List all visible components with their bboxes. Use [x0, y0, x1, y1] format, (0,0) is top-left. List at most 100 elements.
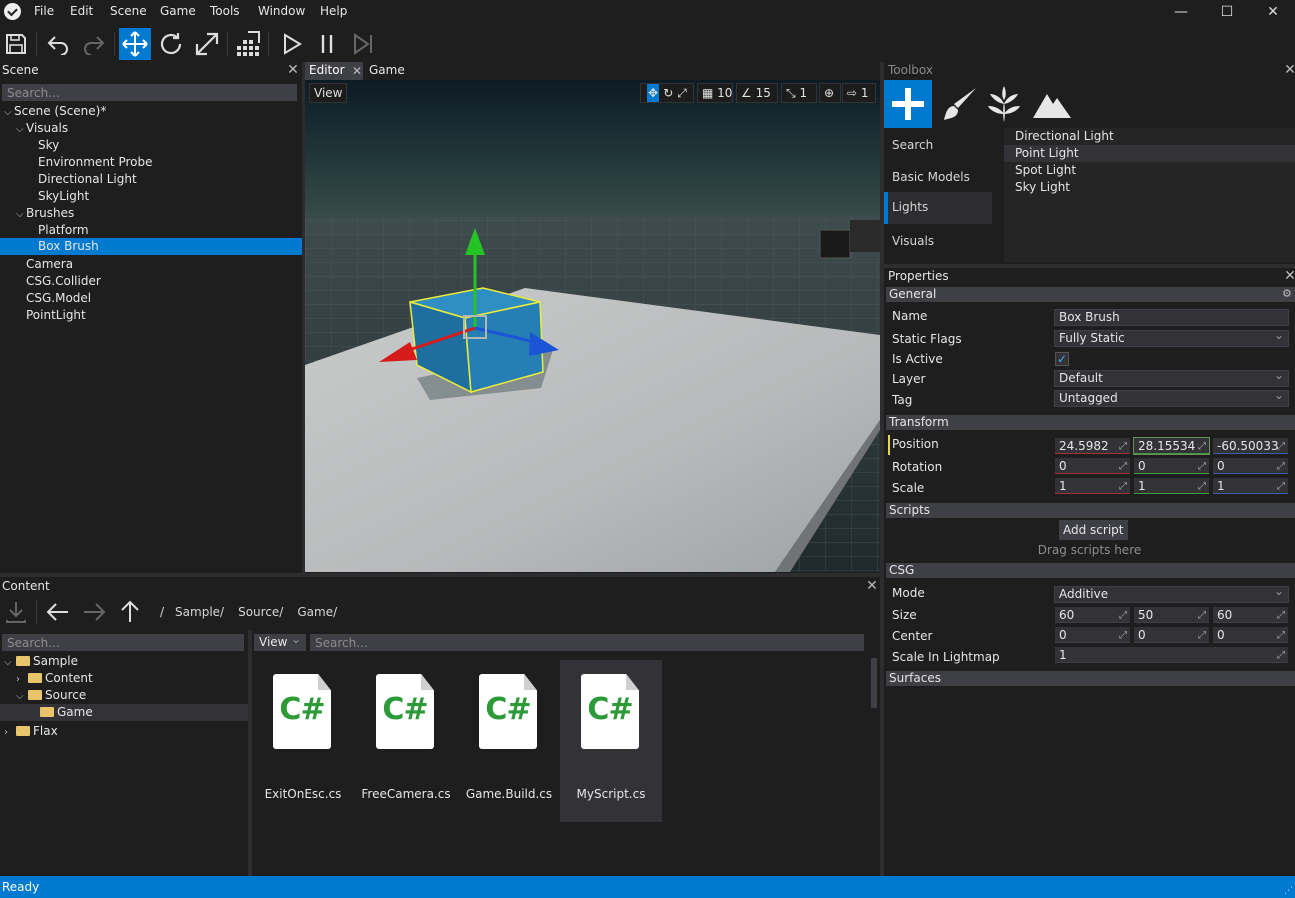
menu-game[interactable]: Game [160, 4, 196, 18]
scene-tree-item[interactable]: SkyLight [0, 188, 302, 205]
toolbox-item-point-light[interactable]: Point Light [1004, 145, 1295, 162]
splitter[interactable] [0, 573, 880, 577]
close-properties-icon[interactable]: ✕ [1284, 268, 1295, 284]
navigate-up-button[interactable] [114, 596, 146, 628]
breadcrumb-root[interactable]: / [160, 605, 165, 619]
file-item-selected[interactable]: C# MyScript.cs [560, 660, 662, 822]
file-item[interactable]: C# FreeCamera.cs [355, 660, 457, 822]
csg-mode-dropdown[interactable]: Additive [1054, 584, 1289, 603]
scene-tree-item[interactable]: Sky [0, 137, 302, 154]
close-window-button[interactable]: ✕ [1267, 4, 1279, 20]
settings-gear-icon[interactable]: ⚙ [1282, 287, 1292, 300]
camera-speed-button[interactable]: ⇨ 1 [842, 83, 876, 103]
scene-search-input[interactable]: Search... [2, 84, 297, 101]
group-surfaces-header[interactable]: Surfaces [886, 671, 1295, 686]
content-tree-item[interactable]: ⌵Sample [0, 653, 248, 670]
toolbox-tab-foliage[interactable] [980, 80, 1028, 128]
scene-tree-item[interactable]: Platform [0, 222, 302, 239]
rotation-z-input[interactable]: 0⤢ [1213, 458, 1288, 474]
save-button[interactable] [0, 28, 32, 60]
redo-button[interactable] [78, 28, 110, 60]
toolbox-category-lights[interactable]: Lights [884, 192, 992, 224]
menu-tools[interactable]: Tools [210, 4, 240, 18]
menu-scene[interactable]: Scene [110, 4, 147, 18]
splitter[interactable] [248, 630, 252, 876]
content-view-dropdown[interactable]: View [254, 632, 306, 651]
scene-tree-item[interactable]: ⌵Brushes [0, 205, 302, 222]
scene-tree-item[interactable]: ⌵Scene (Scene)* [0, 103, 302, 120]
resize-grip-icon[interactable]: ⋰ [1284, 886, 1293, 896]
scale-y-input[interactable]: 1⤢ [1134, 478, 1209, 494]
content-tree-item[interactable]: ›Flax [0, 723, 248, 740]
add-script-button[interactable]: Add script [1059, 520, 1128, 540]
scale-z-input[interactable]: 1⤢ [1213, 478, 1288, 494]
toolbox-tab-add[interactable] [884, 80, 932, 128]
scene-tree-item[interactable]: ⌵Visuals [0, 120, 302, 137]
minimize-button[interactable]: — [1174, 4, 1188, 20]
menu-edit[interactable]: Edit [70, 4, 94, 18]
splitter[interactable] [880, 62, 884, 876]
content-tree-item[interactable]: Game [0, 704, 248, 721]
scene-tree-item[interactable]: Box Brush [0, 238, 302, 255]
viewport-move-icon[interactable]: ✥ [647, 84, 660, 102]
content-tree-item[interactable]: ⌵Source [0, 687, 248, 704]
menu-file[interactable]: File [34, 4, 55, 18]
toolbox-tab-terrain[interactable] [1028, 80, 1076, 128]
viewport-view-button[interactable]: View [309, 83, 348, 103]
size-z-input[interactable]: 60⤢ [1213, 607, 1288, 623]
step-frame-button[interactable] [347, 28, 379, 60]
tab-game[interactable]: Game [369, 63, 405, 77]
chevron-right-icon[interactable]: › [4, 727, 8, 738]
scale-in-lightmap-input[interactable]: 1⤢ [1055, 647, 1288, 663]
toolbox-tab-paint[interactable] [936, 80, 984, 128]
tag-dropdown[interactable]: Untagged [1054, 388, 1289, 407]
splitter[interactable] [302, 62, 305, 574]
grid-snap-toggle[interactable]: ▦ 10 [697, 83, 733, 103]
toolbox-category-basic-models[interactable]: Basic Models [892, 170, 970, 184]
breadcrumb-sample[interactable]: Sample/ [175, 605, 225, 619]
content-tree-item[interactable]: ›Content [0, 670, 248, 687]
content-tree-search-input[interactable]: Search... [2, 634, 244, 651]
scale-x-input[interactable]: 1⤢ [1055, 478, 1130, 494]
rotation-x-input[interactable]: 0⤢ [1055, 458, 1130, 474]
layer-dropdown[interactable]: Default [1054, 368, 1289, 387]
center-x-input[interactable]: 0⤢ [1055, 627, 1130, 643]
scene-tree-item[interactable]: CSG.Model [0, 290, 302, 307]
viewport-rotate-icon[interactable]: ↻ [663, 86, 674, 100]
is-active-checkbox[interactable]: ✓ [1055, 352, 1069, 366]
group-general-header[interactable]: General [886, 287, 1295, 302]
menu-help[interactable]: Help [320, 4, 348, 18]
import-button[interactable] [0, 596, 32, 628]
chevron-down-icon[interactable]: ⌵ [16, 124, 24, 135]
toolbox-item-sky-light[interactable]: Sky Light [1015, 180, 1071, 194]
scene-tree-item[interactable]: PointLight [0, 307, 302, 324]
breadcrumb-game[interactable]: Game/ [297, 605, 338, 619]
toolbox-category-search[interactable]: Search [892, 138, 934, 152]
scene-viewport[interactable]: View ✥ ↻ ⤢ ▦ 10 ∠ 15 ⤡ 1 ⊕ ⇨ 1 [305, 80, 880, 572]
chevron-down-icon[interactable]: ⌵ [4, 107, 12, 118]
snap-grid-button[interactable] [232, 28, 264, 60]
navigate-back-button[interactable] [42, 596, 74, 628]
rotate-tool-button[interactable] [155, 28, 187, 60]
group-scripts-header[interactable]: Scripts [886, 503, 1295, 518]
toolbox-item-spot-light[interactable]: Spot Light [1015, 163, 1077, 177]
undo-button[interactable] [42, 28, 74, 60]
menu-window[interactable]: Window [258, 4, 306, 18]
position-z-input[interactable]: -60.50033⤢ [1213, 438, 1288, 454]
pause-button[interactable] [311, 28, 343, 60]
navigate-forward-button[interactable] [78, 596, 110, 628]
scale-snap-toggle[interactable]: ⤡ 1 [781, 83, 817, 103]
close-editor-tab-icon[interactable]: ✕ [351, 64, 363, 78]
angle-snap-toggle[interactable]: ∠ 15 [736, 83, 778, 103]
chevron-down-icon[interactable]: ⌵ [4, 657, 12, 668]
scene-tree-item[interactable]: Environment Probe [0, 154, 302, 171]
size-x-input[interactable]: 60⤢ [1055, 607, 1130, 623]
content-scrollbar[interactable] [871, 658, 877, 708]
group-csg-header[interactable]: CSG [886, 563, 1295, 578]
chevron-down-icon[interactable]: ⌵ [16, 209, 24, 220]
translate-tool-button[interactable] [119, 28, 151, 60]
rotation-y-input[interactable]: 0⤢ [1134, 458, 1209, 474]
scene-tree-item[interactable]: Directional Light [0, 171, 302, 188]
scale-tool-button[interactable] [191, 28, 223, 60]
static-flags-dropdown[interactable]: Fully Static [1054, 328, 1289, 347]
